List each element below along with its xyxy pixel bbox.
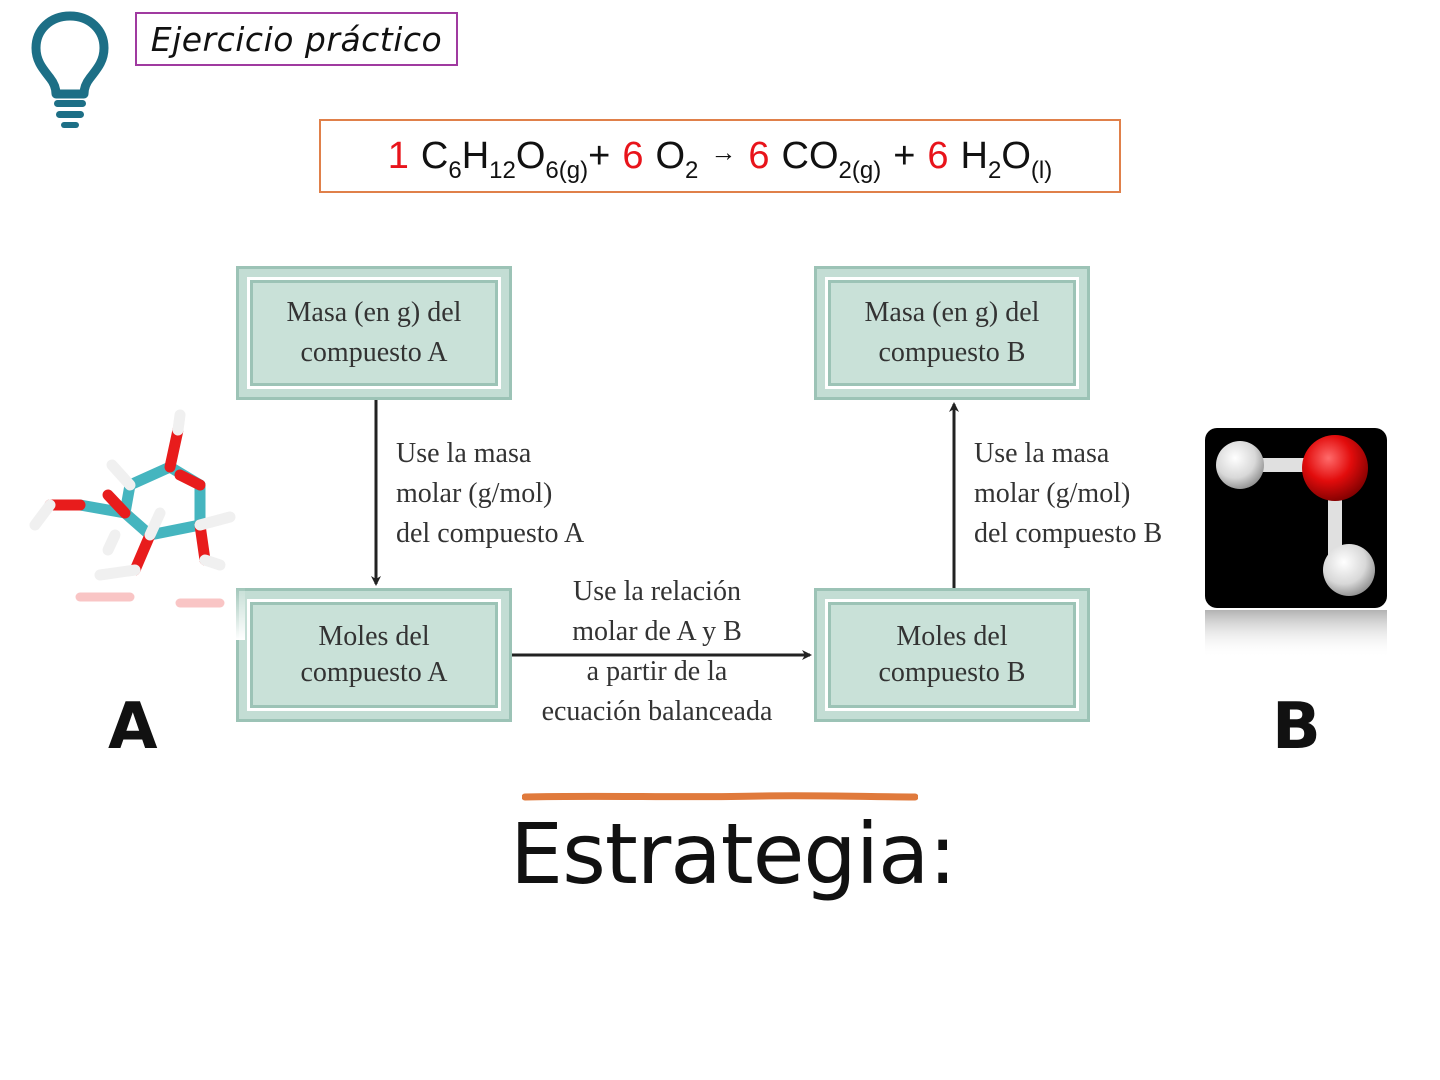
label-molar-mass-b: Use la masa molar (g/mol) del compuesto … [974, 438, 1163, 549]
box-text: Moles del [318, 621, 430, 652]
co2-formula: CO2(g) [781, 134, 882, 184]
plus-sign: + [588, 134, 611, 177]
box-mass-compound-a: Masa (en g) del compuesto A [236, 266, 512, 400]
plus-sign: + [893, 134, 916, 177]
compound-a-letter: A [108, 690, 158, 764]
glucose-molecule-icon [20, 409, 245, 640]
lightbulb-icon [31, 11, 109, 128]
box-text: Masa (en g) del [864, 297, 1040, 328]
coefficient-oxygen: 6 [622, 134, 644, 177]
box-text: compuesto B [878, 337, 1026, 368]
coefficient-glucose: 1 [387, 134, 409, 177]
coefficient-co2: 6 [748, 134, 770, 177]
water-formula: H2O(l) [960, 134, 1053, 184]
box-text: compuesto B [878, 657, 1026, 688]
box-mass-compound-b: Masa (en g) del compuesto B [814, 266, 1090, 400]
orange-underline [522, 792, 918, 801]
water-molecule-icon [1205, 428, 1387, 658]
label-molar-ratio: Use la relación molar de A y B a partir … [541, 576, 773, 727]
strategy-heading: Estrategia: [510, 805, 957, 903]
label-molar-mass-a: Use la masa molar (g/mol) del compuesto … [396, 438, 585, 549]
exercise-title: Ejercicio práctico [135, 12, 458, 66]
oxygen-formula: O2 [655, 134, 699, 184]
box-text: Masa (en g) del [286, 297, 462, 328]
reaction-arrow: → [710, 136, 737, 167]
box-moles-compound-a: Moles del compuesto A [236, 588, 512, 722]
box-text: compuesto A [300, 337, 448, 368]
box-text: Moles del [896, 621, 1008, 652]
compound-b-letter: B [1272, 690, 1321, 764]
box-moles-compound-b: Moles del compuesto B [814, 588, 1090, 722]
box-text: compuesto A [300, 657, 448, 688]
glucose-formula: C6H12O6(g) [420, 134, 589, 184]
coefficient-water: 6 [927, 134, 949, 177]
chemical-equation: 1 C6H12O6(g) + 6 O2 → 6 CO2(g) + 6 H2O(l… [319, 119, 1121, 193]
